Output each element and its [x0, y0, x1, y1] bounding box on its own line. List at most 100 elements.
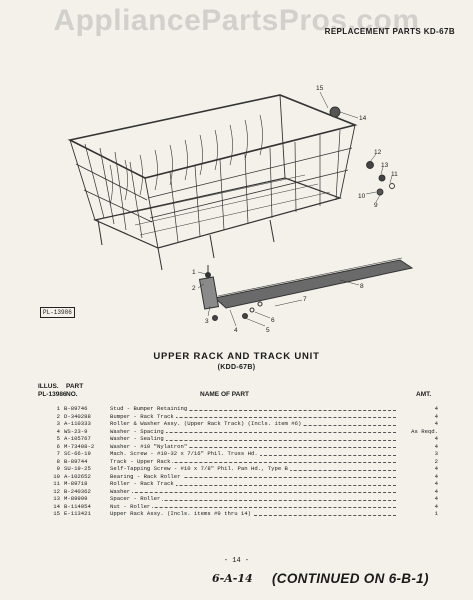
col-name: NAME OF PART — [200, 391, 249, 398]
section-title: UPPER RACK AND TRACK UNIT — [153, 351, 320, 362]
callout-2: 2 — [192, 285, 196, 292]
continued-note: (CONTINUED ON 6-B-1) — [272, 571, 429, 586]
callout-5: 5 — [266, 327, 270, 334]
callout-3: 3 — [205, 318, 209, 325]
callout-9: 9 — [374, 202, 378, 209]
callout-7: 7 — [303, 296, 307, 303]
part-num: A-105767 — [64, 435, 91, 442]
illus-num: 10 — [53, 472, 60, 480]
illus-num: 4 — [56, 427, 60, 435]
part-name: Bearing - Rack Roller — [110, 472, 183, 480]
callout-12: 12 — [374, 149, 382, 156]
part-amt: 4 — [434, 465, 438, 472]
table-row: 3 A-110333 Roller & Washer Assy. (Upper Ra… — [38, 420, 438, 428]
table-row: 5 A-105767 Washer - Sealing 4 — [38, 435, 438, 443]
illus-num: 11 — [53, 480, 60, 487]
illus-num: 12 — [53, 487, 60, 495]
callout-14: 14 — [359, 115, 367, 122]
part-num: SC-66-19 — [64, 450, 91, 457]
col-amt: AMT. — [416, 391, 432, 398]
part-num: M-73408-2 — [64, 442, 95, 450]
part-name: Spacer - Roller — [110, 495, 163, 502]
table-row: 1 B-89746 Stud - Bumper Retaining 4 — [38, 405, 438, 413]
part-amt: 4 — [434, 487, 438, 495]
diagram-tag: PL-13986 — [40, 307, 75, 318]
callout-15: 15 — [316, 85, 324, 92]
callout-13: 13 — [381, 162, 389, 169]
track-drawing — [198, 257, 414, 321]
part-amt: 4 — [434, 480, 438, 487]
part-name: Washer - #10 "Nylatron" — [110, 442, 190, 450]
table-row: 11 M-89718 Roller - Rack Track 4 — [38, 480, 438, 488]
part-name: Nut - Roller — [110, 502, 153, 510]
part-num: M-89718 — [64, 480, 88, 487]
illus-num: 8 — [56, 457, 60, 465]
parts-diagram: 15 14 12 13 11 10 9 8 7 6 5 4 3 2 1 — [67, 85, 414, 334]
part-name: Roller & Washer Assy. (Upper Rack Track)… — [110, 420, 304, 427]
part-amt: 4 — [434, 495, 438, 502]
table-row: 7 SC-66-19 Mach. Screw - #10-32 x 7/16" Ph… — [38, 450, 438, 458]
callout-11: 11 — [391, 171, 398, 178]
illus-num: 2 — [56, 412, 60, 420]
part-num: E-113421 — [64, 510, 91, 517]
table-row: 15 E-113421 Upper Rack Assy. (Incls. items… — [38, 510, 438, 518]
illus-num: 9 — [56, 465, 60, 472]
part-name: Track - Upper Rack — [110, 457, 173, 465]
part-num: M-89999 — [64, 495, 88, 502]
callout-10: 10 — [358, 193, 366, 200]
illus-num: 3 — [56, 420, 60, 427]
illus-num: 1 — [56, 405, 60, 412]
part-name: Self-Tapping Screw - #10 x 7/8" Phil. Pa… — [110, 465, 290, 472]
part-amt: 4 — [434, 502, 438, 510]
section-subtitle: (KDD-67B) — [217, 364, 256, 371]
illus-num: 13 — [53, 495, 60, 502]
document-header: REPLACEMENT PARTS KD-67B — [324, 27, 455, 36]
part-name: Washer — [110, 487, 133, 495]
col-part-line1: PART — [66, 383, 84, 390]
page-number: - 14 - — [223, 557, 250, 565]
callout-8: 8 — [360, 283, 364, 290]
part-amt: As Reqd. — [411, 427, 438, 435]
part-amt: 4 — [434, 412, 438, 420]
part-amt: 4 — [434, 435, 438, 442]
part-num: B-240362 — [64, 487, 91, 495]
table-row: 8 B-89744 Track - Upper Rack 2 — [38, 457, 438, 466]
table-row: 4 WS-23-9 Washer - Spacing As Reqd. — [38, 427, 438, 436]
part-num: A-110333 — [64, 420, 91, 427]
watermark: AppliancePartsPros.com — [53, 4, 420, 37]
illus-num: 6 — [56, 442, 60, 450]
part-amt: 4 — [434, 442, 438, 450]
part-name: Washer - Spacing — [110, 427, 166, 435]
part-amt: 4 — [434, 405, 438, 412]
col-part-line2: NO. — [66, 391, 78, 398]
callout-6: 6 — [271, 317, 275, 324]
part-num: B-89746 — [64, 405, 88, 412]
part-num: D-340288 — [64, 412, 91, 420]
upper-rack-drawing — [67, 94, 395, 271]
part-amt: 1 — [434, 510, 438, 517]
callout-leaders — [197, 91, 393, 327]
callout-labels: 15 14 12 13 11 10 9 8 7 6 5 4 3 2 1 — [192, 85, 398, 334]
part-amt: 2 — [434, 457, 438, 465]
part-num: A-102652 — [64, 472, 91, 480]
part-amt: 4 — [434, 420, 438, 427]
callout-4: 4 — [234, 327, 238, 334]
illus-num: 7 — [56, 450, 60, 457]
part-name: Roller - Rack Track — [110, 480, 176, 487]
part-name: Upper Rack Assy. (Incls. items #9 thru 1… — [110, 510, 253, 517]
illus-num: 5 — [56, 435, 60, 442]
part-num: B-89744 — [64, 457, 88, 465]
parts-list: 1 B-89746 Stud - Bumper Retaining 4 2 D-3402… — [38, 405, 438, 518]
part-name: Mach. Screw - #10-32 x 7/16" Phil. Truss… — [110, 450, 260, 457]
col-illus-line1: ILLUS. — [38, 383, 59, 390]
part-num: WS-23-9 — [64, 427, 88, 435]
part-amt: 3 — [434, 450, 438, 457]
part-name: Washer - Sealing — [110, 435, 166, 442]
illus-num: 15 — [53, 510, 60, 517]
part-name: Stud - Bumper Retaining — [110, 405, 190, 412]
table-row: 12 B-240362 Washer 4 — [38, 487, 438, 496]
